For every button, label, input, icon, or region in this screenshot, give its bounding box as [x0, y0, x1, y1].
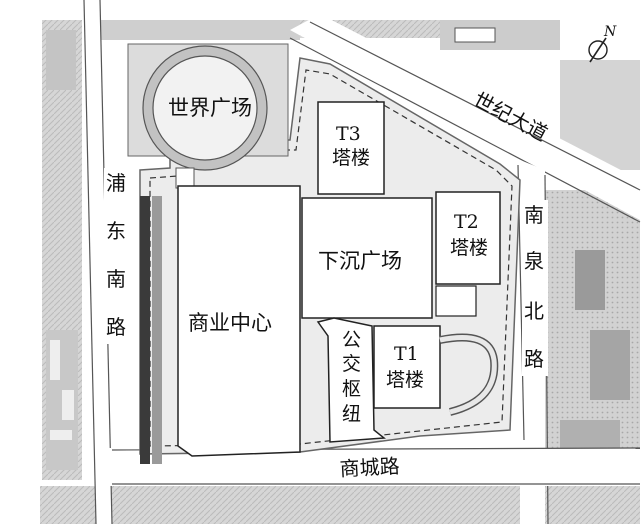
label-t3: T3 [336, 123, 361, 145]
t1-tower-building [373, 325, 441, 409]
label-nanquan-2: 泉 [524, 249, 544, 273]
label-pudong-4: 路 [106, 315, 126, 339]
sunken-plaza-block [301, 197, 433, 319]
label-nanquan-1: 南 [524, 203, 544, 227]
label-bus-hub-4: 纽 [342, 403, 361, 425]
label-t1-tower: 塔楼 [386, 369, 424, 391]
label-bus-hub-2: 交 [342, 353, 361, 375]
label-world-plaza: 世界广场 [168, 96, 252, 120]
label-nanquan-3: 北 [524, 299, 544, 323]
label-t3-tower: 塔楼 [332, 147, 370, 169]
north-label: N [603, 24, 617, 40]
label-pudong-3: 南 [106, 267, 126, 291]
label-t2-tower: 塔楼 [450, 237, 488, 259]
t2-tower-building [435, 191, 501, 285]
label-nanquan-4: 路 [524, 347, 544, 371]
west-arcade [140, 196, 162, 464]
label-sunken-plaza: 下沉广场 [318, 249, 402, 273]
label-commercial-center: 商业中心 [188, 311, 272, 335]
world-plaza-block [127, 43, 289, 189]
label-pudong-2: 东 [106, 219, 126, 243]
north-arrow-icon: N [588, 24, 617, 63]
bus-hub-building [316, 317, 386, 443]
commercial-center-building [177, 185, 301, 457]
label-t2: T2 [454, 211, 479, 233]
t3-tower-building [317, 101, 385, 195]
label-pudong-1: 浦 [106, 171, 126, 195]
label-t1: T1 [394, 343, 419, 365]
label-bus-hub-3: 枢 [342, 378, 361, 400]
label-bus-hub-1: 公 [342, 329, 361, 351]
label-shangcheng-road: 商城路 [339, 454, 400, 481]
